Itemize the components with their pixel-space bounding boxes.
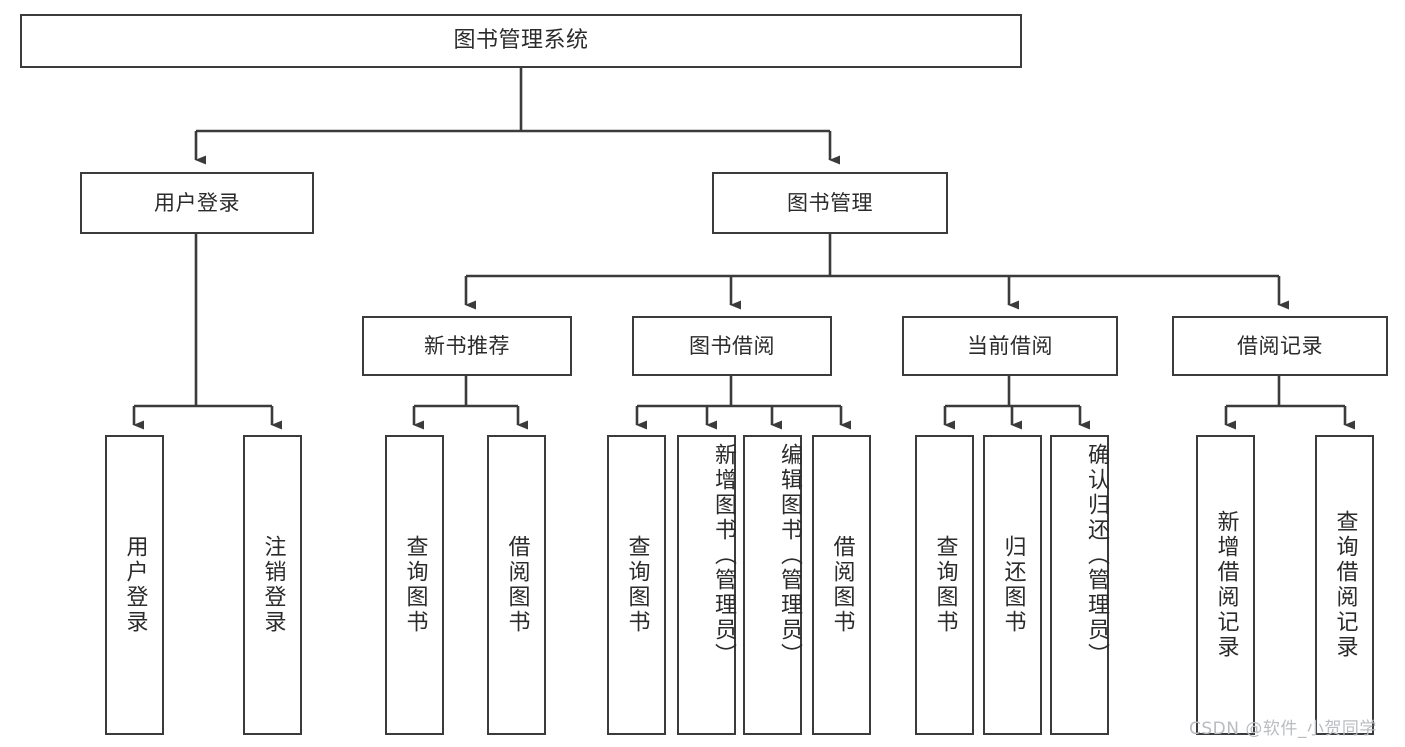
leaf-add-borrow-record-label: 新增借阅记录 xyxy=(1213,510,1239,660)
leaf-return-book-label: 归还图书 xyxy=(1000,535,1026,635)
leaf-logout-login[interactable]: 注销登录 xyxy=(243,435,302,735)
node-root-book-management-system[interactable]: 图书管理系统 xyxy=(20,14,1022,68)
node-book-borrow[interactable]: 图书借阅 xyxy=(632,316,832,376)
leaf-confirm-return-admin-label: 确认归还（管理员） xyxy=(1084,443,1109,668)
node-borrow-record-label: 借阅记录 xyxy=(1237,333,1323,358)
leaf-query-borrow-record-label: 查询借阅记录 xyxy=(1332,510,1358,660)
leaf-logout-login-label: 注销登录 xyxy=(260,535,286,635)
leaf-borrow-book-borrow[interactable]: 借阅图书 xyxy=(812,435,871,735)
leaf-edit-book-admin[interactable]: 编辑图书（管理员） xyxy=(743,435,802,735)
node-new-book-recommend-label: 新书推荐 xyxy=(424,333,510,358)
node-current-borrow-label: 当前借阅 xyxy=(967,333,1053,358)
node-borrow-record[interactable]: 借阅记录 xyxy=(1172,316,1388,376)
leaf-borrow-book-recommend-label: 借阅图书 xyxy=(504,535,530,635)
node-new-book-recommend[interactable]: 新书推荐 xyxy=(362,316,572,376)
leaf-user-login[interactable]: 用户登录 xyxy=(105,435,164,735)
node-book-borrow-label: 图书借阅 xyxy=(689,333,775,358)
leaf-query-book-recommend[interactable]: 查询图书 xyxy=(385,435,444,735)
node-user-login-label: 用户登录 xyxy=(154,190,240,215)
leaf-query-borrow-record[interactable]: 查询借阅记录 xyxy=(1315,435,1374,735)
node-current-borrow[interactable]: 当前借阅 xyxy=(902,316,1118,376)
leaf-edit-book-admin-label: 编辑图书（管理员） xyxy=(777,443,802,668)
leaf-add-book-admin[interactable]: 新增图书（管理员） xyxy=(677,435,736,735)
leaf-query-book-current-label: 查询图书 xyxy=(932,535,958,635)
node-book-management[interactable]: 图书管理 xyxy=(712,172,948,234)
node-user-login[interactable]: 用户登录 xyxy=(80,172,314,234)
leaf-query-book-current[interactable]: 查询图书 xyxy=(915,435,974,735)
csdn-watermark: CSDN @软件_小贺同学 xyxy=(1189,719,1377,739)
leaf-borrow-book-borrow-label: 借阅图书 xyxy=(829,535,855,635)
leaf-add-borrow-record[interactable]: 新增借阅记录 xyxy=(1196,435,1255,735)
leaf-add-book-admin-label: 新增图书（管理员） xyxy=(711,443,736,668)
leaf-confirm-return-admin[interactable]: 确认归还（管理员） xyxy=(1050,435,1109,735)
leaf-return-book[interactable]: 归还图书 xyxy=(983,435,1042,735)
leaf-user-login-label: 用户登录 xyxy=(122,535,148,635)
leaf-query-book-borrow-label: 查询图书 xyxy=(624,535,650,635)
node-root-label: 图书管理系统 xyxy=(453,28,589,54)
leaf-query-book-recommend-label: 查询图书 xyxy=(402,535,428,635)
node-book-management-label: 图书管理 xyxy=(787,190,873,215)
leaf-borrow-book-recommend[interactable]: 借阅图书 xyxy=(487,435,546,735)
leaf-query-book-borrow[interactable]: 查询图书 xyxy=(607,435,666,735)
